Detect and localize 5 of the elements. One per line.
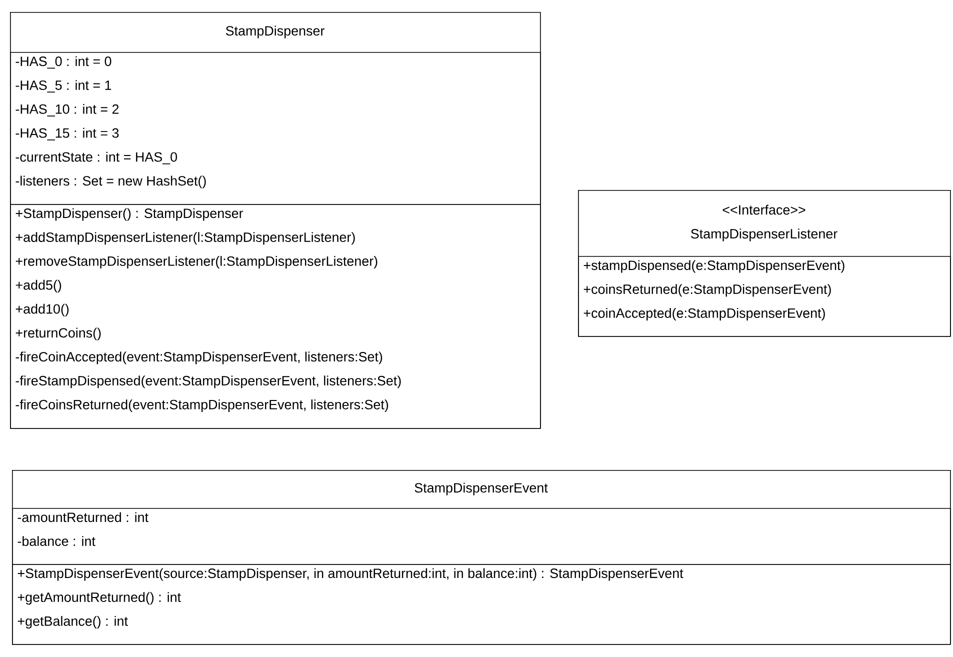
class-compartment: +StampDispenser() : StampDispenser +addStampDispenserListener(l:StampDispenserListener) +removeStampDispenserListener(l:StampDispenserListener) +add5() +add10() +returnCoins() -fireCoinAccepted(event:StampDispenserEvent, listeners:Set) -fireStampDispensed(event:StampDispenserEvent, listeners:Set) -fireCoinsReturned(event:StampDispenserEvent, listeners:Set) xyxy=(10,204,541,429)
class-compartment: -HAS_0 : int = 0 -HAS_5 : int = 1 -HAS_10 : int = 2 -HAS_15 : int = 3 -currentState : int = HAS_0 -listeners : Set = new HashSet() xyxy=(10,52,541,205)
class-compartment: +stampDispensed(e:StampDispenserEvent) +coinsReturned(e:StampDispenserEvent) +coinAccepted(e:StampDispenserEvent) xyxy=(578,256,951,337)
class-compartment: +StampDispenserEvent(source:StampDispenser, in amountReturned:int, in balance:int) : StampDispenserEvent +getAmountReturned() : int +getBalance() : int xyxy=(12,564,951,645)
class-compartment: -amountReturned : int -balance : int xyxy=(12,508,951,565)
